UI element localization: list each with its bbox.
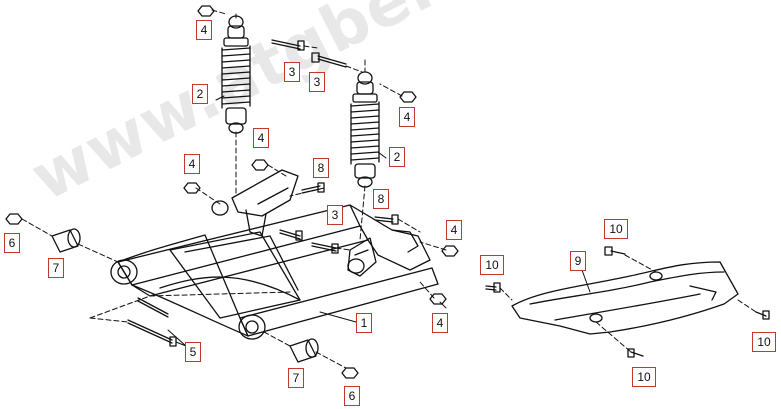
callout-3-upper-bolt-2: 3 [309, 72, 325, 92]
leader-lines [167, 95, 591, 347]
bushings [51, 228, 319, 363]
callout-3-upper-bolt: 3 [284, 62, 300, 82]
shock-absorber-right [350, 71, 380, 188]
callout-4-mid-nut: 4 [253, 128, 269, 148]
callout-1-swing-arm: 1 [356, 313, 372, 333]
callout-10-right-bolt: 10 [752, 332, 776, 352]
callout-6-bottom-nut: 6 [344, 386, 360, 406]
callout-5-through-bolt: 5 [185, 342, 201, 362]
callout-4-right-nut: 4 [446, 220, 462, 240]
callout-2-left-shock: 2 [192, 84, 208, 104]
callout-4-left-nut: 4 [184, 154, 200, 174]
bolts [127, 39, 770, 358]
callout-8-bolt: 8 [313, 158, 329, 178]
callout-2-right-shock: 2 [389, 147, 405, 167]
callout-4-lower-nut: 4 [432, 313, 448, 333]
callout-7-right-bushing: 7 [288, 368, 304, 388]
callout-10-left-bolt: 10 [480, 255, 504, 275]
callout-4-top-right-nut: 4 [399, 107, 415, 127]
callout-7-left-bushing: 7 [48, 258, 64, 278]
callout-10-top-bolt: 10 [604, 219, 628, 239]
skid-plate [511, 261, 739, 335]
callout-4-top-left-nut: 4 [196, 20, 212, 40]
callout-10-bottom-bolt: 10 [632, 367, 656, 387]
leader-lines-dashed [21, 9, 757, 369]
shock-absorber-left [221, 15, 251, 134]
callout-6-left-nut: 6 [4, 233, 20, 253]
callout-9-skid-plate: 9 [570, 251, 586, 271]
callout-3-lower-bolt: 3 [327, 205, 343, 225]
swing-arm [110, 169, 439, 340]
callout-8-bolt-2: 8 [373, 189, 389, 209]
nuts [5, 5, 459, 379]
